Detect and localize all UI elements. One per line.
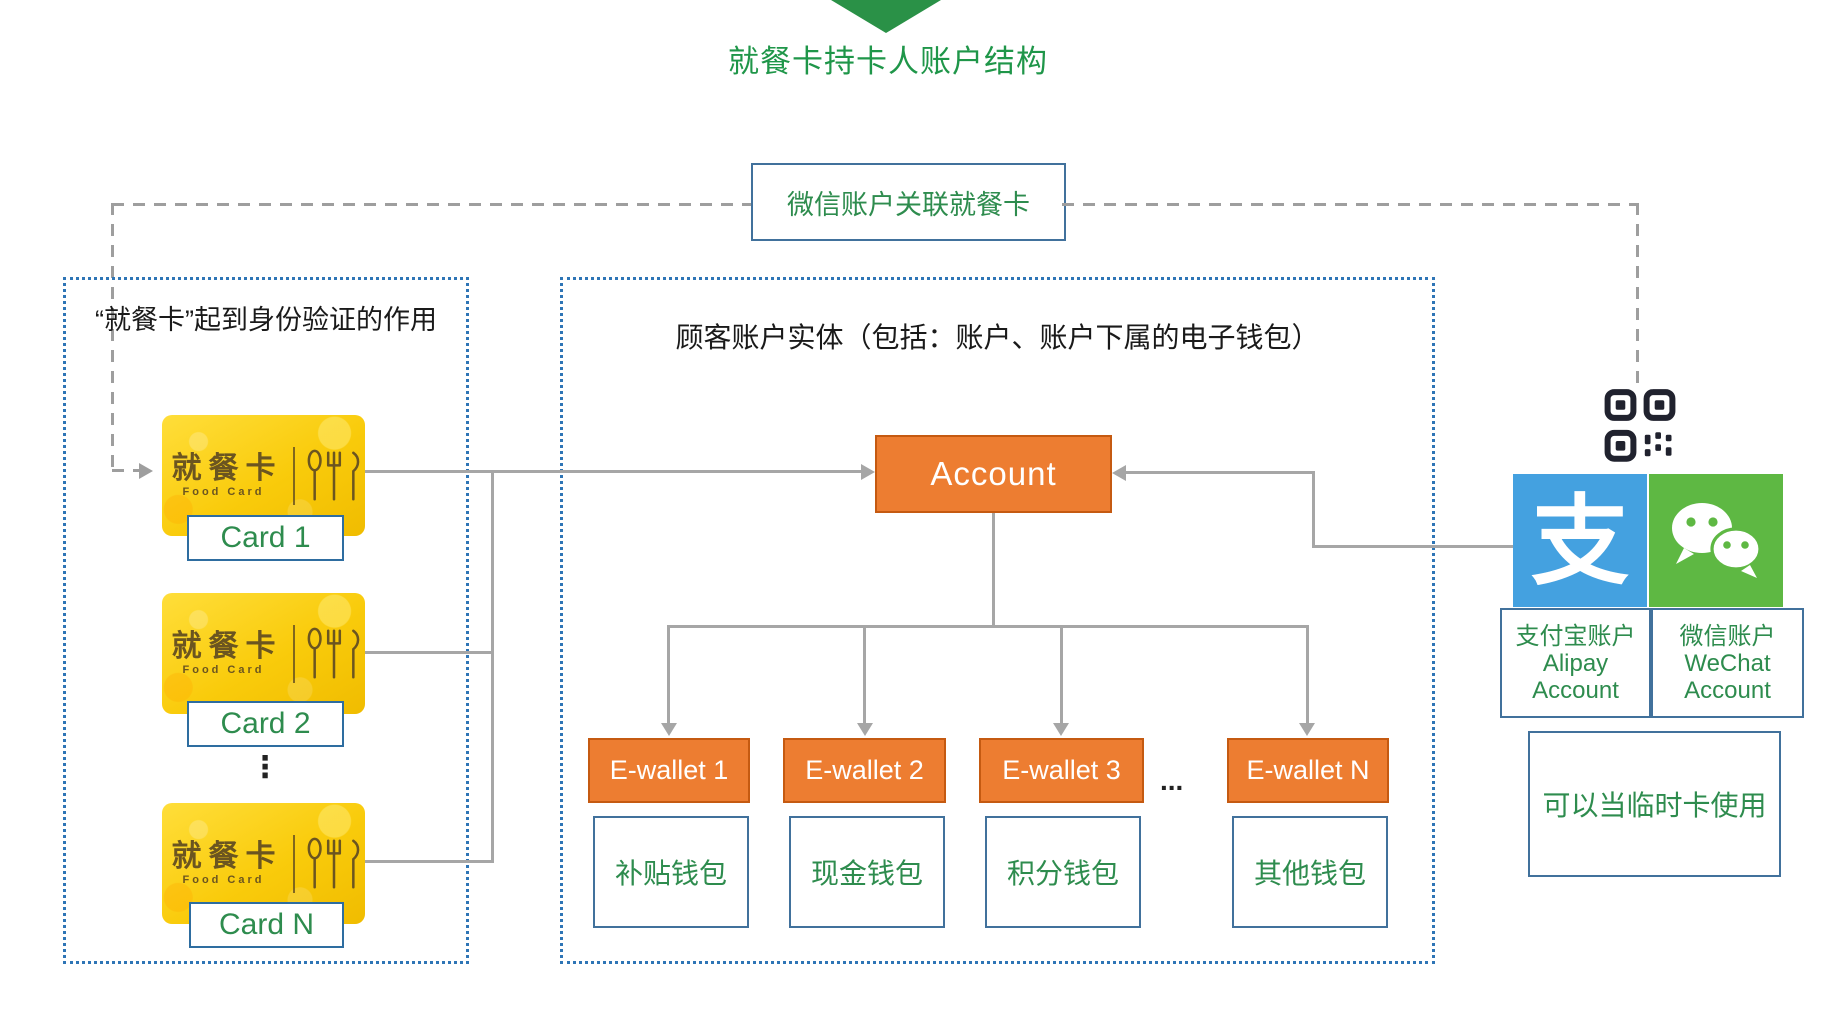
qr-code-icon bbox=[1604, 389, 1676, 462]
account-panel: 顾客账户实体（包括：账户、账户下属的电子钱包） bbox=[560, 277, 1435, 964]
wechat-label-zh: 微信账户 bbox=[1679, 622, 1776, 650]
wallet-type-2-label: 现金钱包 bbox=[810, 858, 923, 889]
account-panel-caption: 顾客账户实体（包括：账户、账户下属的电子钱包） bbox=[675, 322, 1320, 353]
temp-card-note: 可以当临时卡使用 bbox=[1542, 790, 1767, 821]
connector-wallet1-drop bbox=[667, 625, 670, 724]
food-card-brand: 就餐卡 Food Card bbox=[165, 451, 283, 498]
wallet-type-n-label: 其他钱包 bbox=[1253, 858, 1366, 889]
ewallet-n-label: E-wallet N bbox=[1246, 755, 1370, 785]
food-card-brand-zh: 就餐卡 bbox=[171, 629, 283, 663]
food-card-brand-zh: 就餐卡 bbox=[171, 451, 283, 485]
ewallet-n-node: E-wallet N bbox=[1227, 738, 1389, 803]
food-card-2: 就餐卡 Food Card bbox=[162, 593, 365, 714]
wechat-icon bbox=[1649, 474, 1783, 607]
utensils-icon bbox=[307, 449, 359, 500]
alipay-label-en2: Account bbox=[1532, 676, 1619, 704]
connector-dashed-right-v bbox=[1636, 203, 1639, 385]
down-triangle-icon bbox=[831, 0, 941, 33]
food-card-brand-en: Food Card bbox=[182, 873, 265, 886]
card-panel-caption: “就餐卡”起到身份验证的作用 bbox=[95, 305, 437, 335]
arrowhead-wallet1 bbox=[661, 723, 677, 736]
connector-wallet-bar bbox=[667, 625, 1309, 628]
card-divider bbox=[292, 834, 295, 893]
food-card-brand: 就餐卡 Food Card bbox=[165, 629, 283, 676]
arrowhead-walletN bbox=[1299, 723, 1315, 736]
card-n-label: Card N bbox=[189, 902, 344, 948]
wechat-account-label-box: 微信账户 WeChat Account bbox=[1651, 608, 1804, 718]
connector-account-right-h bbox=[1124, 471, 1314, 474]
alipay-icon: 支 bbox=[1513, 474, 1647, 607]
wallet-type-3-box: 积分钱包 bbox=[985, 816, 1141, 928]
connector-walletN-drop bbox=[1306, 625, 1309, 724]
wallet-type-n-box: 其他钱包 bbox=[1232, 816, 1388, 928]
arrowhead-wallet2 bbox=[857, 723, 873, 736]
connector-alipay-h bbox=[1312, 545, 1513, 548]
connector-card2-bus bbox=[365, 651, 494, 654]
arrowhead-into-account-left bbox=[861, 464, 875, 480]
card-1-label: Card 1 bbox=[187, 515, 344, 561]
card-divider bbox=[292, 446, 295, 505]
wallet-type-1-label: 补贴钱包 bbox=[614, 858, 727, 889]
temp-card-note-box: 可以当临时卡使用 bbox=[1528, 731, 1781, 877]
ewallet-2-label: E-wallet 2 bbox=[805, 755, 924, 785]
connector-right-v bbox=[1312, 471, 1315, 547]
card-panel: “就餐卡”起到身份验证的作用 bbox=[63, 277, 469, 964]
connector-card-bus bbox=[491, 470, 494, 863]
page-title: 就餐卡持卡人账户结构 bbox=[728, 44, 1048, 79]
connector-cardN-bus bbox=[365, 860, 494, 863]
wallets-ellipsis: ... bbox=[1160, 765, 1184, 796]
card-divider bbox=[292, 624, 295, 683]
cards-ellipsis: ⋮ bbox=[250, 751, 280, 784]
connector-wallet2-drop bbox=[863, 625, 866, 724]
connector-wallet3-drop bbox=[1060, 625, 1063, 724]
account-node: Account bbox=[875, 435, 1112, 513]
card-2-label: Card 2 bbox=[187, 701, 344, 747]
utensils-icon bbox=[307, 627, 359, 678]
arrowhead-wallet3 bbox=[1053, 723, 1069, 736]
account-label: Account bbox=[930, 455, 1057, 492]
utensils-icon bbox=[307, 837, 359, 888]
food-card-brand-en: Food Card bbox=[182, 663, 265, 676]
connector-dashed-card-h bbox=[112, 469, 140, 472]
ewallet-2-node: E-wallet 2 bbox=[783, 738, 946, 803]
connector-account-down bbox=[992, 513, 995, 628]
arrowhead-into-account-right bbox=[1112, 465, 1126, 481]
wallet-type-2-box: 现金钱包 bbox=[789, 816, 945, 928]
connector-card1-account bbox=[365, 470, 861, 473]
wallet-type-1-box: 补贴钱包 bbox=[593, 816, 749, 928]
connector-dashed-left-h bbox=[112, 203, 751, 206]
alipay-label-en1: Alipay bbox=[1542, 649, 1609, 677]
connector-dashed-right-h bbox=[1062, 203, 1638, 206]
ewallet-3-node: E-wallet 3 bbox=[979, 738, 1144, 803]
wechat-link-label: 微信账户关联就餐卡 bbox=[787, 189, 1030, 220]
ewallet-3-label: E-wallet 3 bbox=[1002, 755, 1121, 785]
alipay-label-zh: 支付宝账户 bbox=[1515, 622, 1636, 650]
ewallet-1-node: E-wallet 1 bbox=[588, 738, 750, 803]
wechat-label-en2: Account bbox=[1684, 676, 1771, 704]
food-card-brand: 就餐卡 Food Card bbox=[165, 839, 283, 886]
food-card-brand-zh: 就餐卡 bbox=[171, 839, 283, 873]
wallet-type-3-label: 积分钱包 bbox=[1006, 858, 1119, 889]
arrowhead-into-card bbox=[139, 463, 153, 479]
ewallet-1-label: E-wallet 1 bbox=[609, 755, 729, 785]
wechat-label-en1: WeChat bbox=[1684, 649, 1771, 677]
alipay-glyph: 支 bbox=[1530, 485, 1629, 596]
wechat-link-box: 微信账户关联就餐卡 bbox=[751, 163, 1066, 241]
connector-dashed-left-v bbox=[111, 203, 114, 470]
wechat-bubbles-icon bbox=[1672, 502, 1762, 578]
food-card-brand-en: Food Card bbox=[182, 485, 265, 498]
alipay-account-label-box: 支付宝账户 Alipay Account bbox=[1500, 608, 1651, 718]
